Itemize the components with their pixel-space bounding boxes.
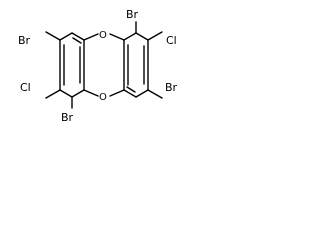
bond bbox=[45, 89, 61, 99]
bond bbox=[147, 89, 163, 99]
bond bbox=[59, 89, 73, 98]
bond bbox=[83, 89, 99, 97]
atom-label: O bbox=[99, 92, 107, 103]
bond bbox=[45, 31, 61, 41]
bond bbox=[123, 89, 137, 98]
atom-label: Cl bbox=[20, 81, 31, 94]
bond bbox=[71, 32, 85, 41]
atom-label: Br bbox=[165, 81, 178, 94]
bond bbox=[147, 31, 163, 41]
bond bbox=[59, 32, 73, 41]
bond bbox=[126, 86, 136, 93]
molecule-drawing: Br Cl Br O O Br Cl Br bbox=[18, 8, 178, 124]
right-ring bbox=[123, 32, 149, 98]
left-substituent-bonds bbox=[45, 31, 73, 109]
right-substituent-bonds bbox=[135, 21, 163, 99]
bond bbox=[71, 89, 85, 98]
atom-label: Cl bbox=[166, 34, 177, 47]
atom-label: Br bbox=[18, 34, 31, 47]
bond bbox=[123, 32, 137, 41]
structure-diagram: Br Cl Br O O Br Cl Br bbox=[0, 0, 208, 132]
left-ring bbox=[59, 32, 85, 98]
bond bbox=[109, 33, 125, 41]
atom-label: Br bbox=[61, 111, 74, 124]
central-ring bbox=[83, 33, 125, 97]
bond bbox=[109, 89, 125, 97]
atom-label: Br bbox=[126, 8, 139, 21]
bond bbox=[135, 89, 149, 98]
atom-label: O bbox=[99, 30, 107, 41]
bond bbox=[135, 32, 149, 41]
bond bbox=[72, 37, 82, 44]
bond bbox=[83, 33, 99, 41]
